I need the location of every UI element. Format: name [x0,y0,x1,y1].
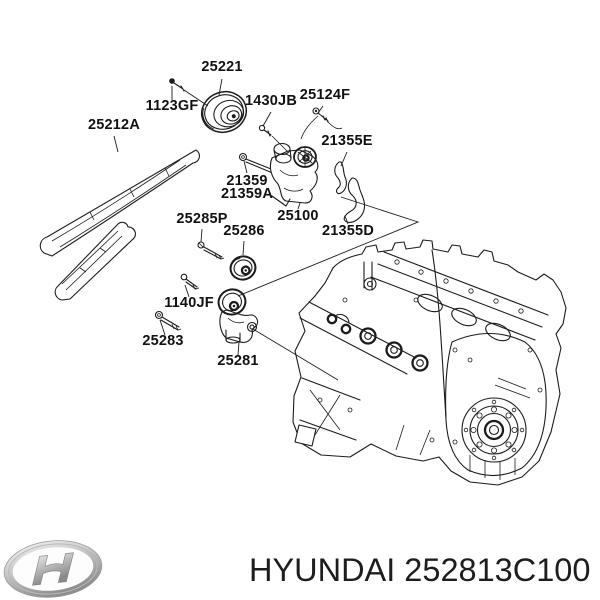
footer-part-number: HYUNDAI 252813C100 [249,552,591,588]
part-label-1430JB: 1430JB [245,93,297,109]
gasket-21355E [334,161,347,195]
part-label-21355D: 21355D [322,223,374,239]
part-label-25286: 25286 [223,223,265,239]
gasket-21355D [343,177,366,223]
hyundai-h-mark [32,552,74,586]
hyundai-logo [3,540,103,598]
part-label-25283: 25283 [142,333,184,349]
serpentine-belt [39,149,200,301]
part-label-1123GF: 1123GF [145,98,199,114]
water-pump [269,142,319,207]
part-label-21359: 21359 [226,173,268,189]
bolt-1123GF [169,78,185,92]
part-label-25285P: 25285P [176,211,228,227]
idler-pulley [229,255,257,281]
crank-pulley [200,90,248,134]
part-label-25281: 25281 [217,353,259,369]
hyundai-logo-oval [3,540,103,598]
bolt-25285P [197,241,225,260]
part-label-25212A: 25212A [88,117,140,133]
part-label-25100: 25100 [277,208,319,224]
part-label-1140JF: 1140JF [164,295,214,311]
leader-lines [113,78,420,381]
part-label-21355E: 21355E [321,133,373,149]
part-label-21359A: 21359A [221,186,273,202]
bolt-25124F [300,107,343,140]
part-label-25221: 25221 [201,59,243,75]
bolt-1140JF [180,273,200,290]
bolt-25283 [154,310,182,331]
part-label-25124F: 25124F [299,87,351,103]
belt-tensioner [217,288,259,344]
engine-block-drawing [292,239,567,486]
